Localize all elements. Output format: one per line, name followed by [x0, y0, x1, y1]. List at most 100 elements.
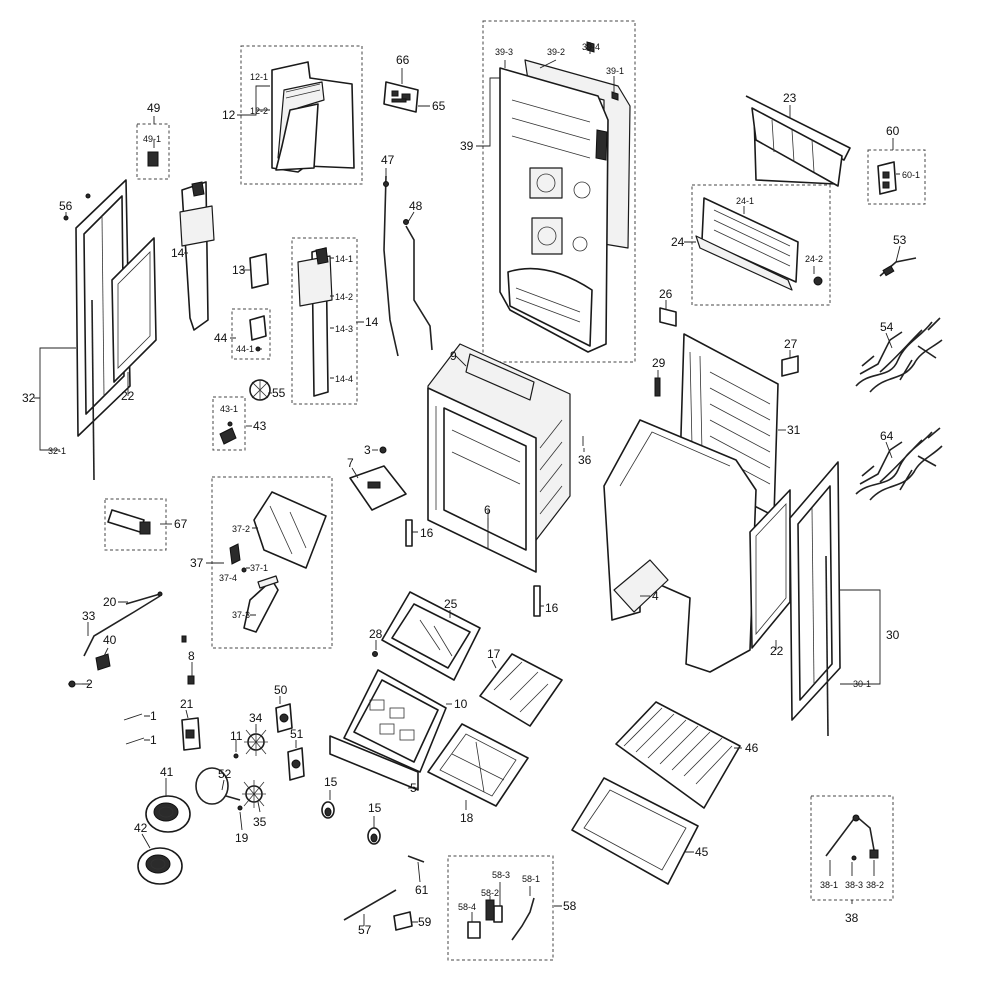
group-box-60 — [867, 149, 926, 205]
callout-31: 31 — [787, 423, 801, 437]
callout-22-left: 22 — [121, 389, 135, 403]
callout-24: 24 — [671, 235, 685, 249]
callout-58-3: 58-3 — [492, 870, 510, 880]
part-22-door-glass-left — [111, 237, 157, 383]
part-28-screw — [372, 651, 378, 657]
callout-11: 11 — [230, 729, 243, 743]
part-52-ring-element — [195, 767, 241, 805]
callout-49-1: 49-1 — [143, 134, 161, 144]
part-51-motor — [287, 747, 305, 781]
callout-14-right: 14 — [365, 315, 379, 329]
callout-14-4: 14-4 — [335, 374, 353, 384]
callout-52: 52 — [218, 767, 232, 781]
callout-37: 37 — [190, 556, 204, 570]
part-54-wire-harness — [855, 317, 943, 393]
part-60-bracket — [877, 161, 897, 195]
callout-37-2: 37-2 — [232, 524, 250, 534]
callout-7: 7 — [347, 456, 354, 470]
callout-58: 58 — [563, 899, 577, 913]
callout-16-b: 16 — [545, 601, 559, 615]
callout-56: 56 — [59, 199, 73, 213]
callout-49: 49 — [147, 101, 161, 115]
part-9-oven-cavity — [427, 343, 571, 573]
part-13-block — [249, 253, 269, 289]
part-41-burner — [145, 795, 191, 833]
part-58-igniter-kit — [467, 897, 535, 941]
part-30-door-frame — [789, 461, 841, 737]
callout-48: 48 — [409, 199, 423, 213]
part-7-plate — [349, 465, 407, 511]
callout-14-3: 14-3 — [335, 324, 353, 334]
callout-19: 19 — [235, 831, 249, 845]
callout-39-1: 39-1 — [606, 66, 624, 76]
part-27-bracket — [781, 355, 799, 377]
group-box-39 — [482, 20, 636, 363]
callout-37-4: 37-4 — [219, 573, 237, 583]
group-box-67 — [104, 498, 167, 551]
part-2-screw-head — [68, 680, 76, 688]
callout-39-2: 39-2 — [547, 47, 565, 57]
callout-28: 28 — [369, 627, 383, 641]
group-box-44 — [231, 308, 271, 360]
callout-58-4: 58-4 — [458, 902, 476, 912]
part-12-rear-cover — [271, 61, 355, 173]
part-38-rod-assembly — [825, 814, 879, 861]
part-47-48-rods — [383, 175, 433, 357]
part-11-screw — [233, 753, 239, 759]
callout-44: 44 — [214, 331, 228, 345]
callout-20: 20 — [103, 595, 117, 609]
callout-1-b: 1 — [150, 733, 157, 747]
callout-8: 8 — [188, 649, 195, 663]
part-5-drawer-front — [329, 735, 419, 791]
callout-46: 46 — [745, 741, 759, 755]
part-15-knob-b — [367, 827, 381, 845]
part-22-door-glass-right — [749, 489, 791, 649]
part-43-latch — [219, 421, 237, 445]
part-14-hinge-right — [297, 247, 333, 397]
callout-37-3: 37-3 — [232, 610, 250, 620]
part-23-top-trim — [745, 95, 851, 187]
callout-47: 47 — [381, 153, 395, 167]
callout-15-a: 15 — [324, 775, 338, 789]
callout-32-1: 32-1 — [48, 446, 66, 456]
part-25-drawer-liner — [381, 591, 481, 681]
part-19-screw — [237, 805, 243, 811]
part-3-screw — [379, 446, 387, 454]
part-34-fan-blade — [244, 728, 268, 756]
part-24-vent-grille — [695, 197, 823, 291]
callout-32: 32 — [22, 391, 36, 405]
callout-38: 38 — [845, 911, 859, 925]
callout-43-1: 43-1 — [220, 404, 238, 414]
callout-34: 34 — [249, 711, 263, 725]
callout-5: 5 — [410, 781, 417, 795]
callout-45: 45 — [695, 845, 709, 859]
callout-41: 41 — [160, 765, 174, 779]
callout-14-1: 14-1 — [335, 254, 353, 264]
callout-50: 50 — [274, 683, 288, 697]
part-29-sensor — [654, 377, 661, 397]
callout-37-1: 37-1 — [250, 563, 268, 573]
callout-30: 30 — [886, 628, 900, 642]
callout-27: 27 — [784, 337, 798, 351]
part-57-rod — [343, 889, 397, 921]
part-65-66-pcb — [383, 81, 419, 113]
group-box-58 — [447, 855, 554, 961]
part-1-screws — [123, 713, 145, 745]
callout-55: 55 — [272, 386, 286, 400]
callout-39: 39 — [460, 139, 474, 153]
part-53-sensor — [879, 257, 917, 277]
callout-53: 53 — [893, 233, 907, 247]
callout-38-2: 38-2 — [866, 880, 884, 890]
part-4-insulation — [603, 419, 757, 673]
callout-39-4: 39-4 — [582, 42, 600, 52]
part-14-hinge — [179, 181, 215, 331]
callout-30-1: 30-1 — [853, 679, 871, 689]
part-40-switch — [95, 653, 111, 671]
group-box-43 — [212, 396, 246, 451]
callout-12: 12 — [222, 108, 236, 122]
callout-4: 4 — [652, 589, 659, 603]
callout-33: 33 — [82, 609, 96, 623]
part-21-relay — [181, 717, 201, 751]
part-64-wire-harness — [855, 427, 943, 501]
